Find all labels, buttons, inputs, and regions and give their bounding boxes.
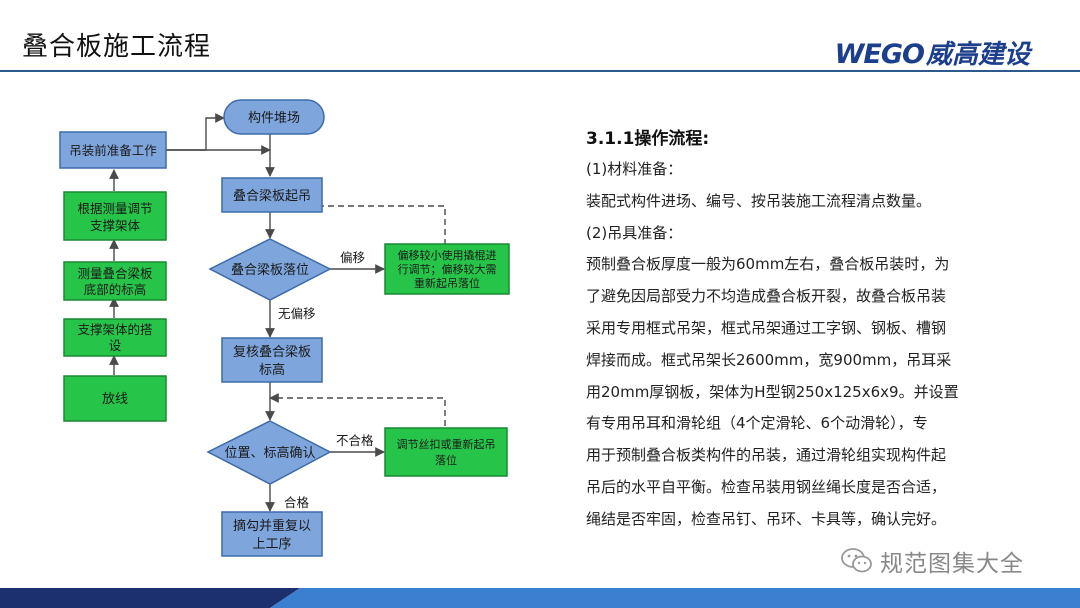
node-erect: 支撑架体的搭 设 [63,318,167,357]
node-nonconform-fix-line1: 调节丝扣或重新起吊 [397,437,496,451]
edge-label-conform: 合格 [284,495,310,510]
content-line: 了避免因局部受力不均造成叠合板开裂，故叠合板吊装 [586,287,947,306]
edge-nonconform-return [269,393,446,426]
node-place: 叠合梁板落位 [208,238,332,301]
content-line: 有专用吊耳和滑轮组（4个定滑轮、6个动滑轮），专 [586,414,928,433]
watermark-text: 规范图集大全 [880,551,1024,577]
operation-text-panel: 3.1.1操作流程: (1)材料准备： 装配式构件进场、编号、按吊装施工流程清点… [586,124,1056,536]
node-prep-label: 吊装前准备工作 [69,143,157,158]
flow-connectors [109,113,446,512]
node-stock: 构件堆场 [223,99,325,135]
content-line: 吊后的水平自平衡。检查吊装用钢丝绳长度是否合适， [586,477,947,496]
content-line: 焊接而成。框式吊架长2600mm，宽900mm，吊耳采 [586,350,952,369]
node-release: 摘勾并重复以 上工序 [221,511,323,557]
node-stock-label: 构件堆场 [248,111,300,126]
node-release-line2: 上工序 [252,537,291,552]
content-line: 预制叠合板厚度一般为60mm左右，叠合板吊装时，为 [586,255,950,274]
node-measure-line1: 测量叠合梁板 [77,266,153,281]
node-nonconform-fix: 调节丝扣或重新起吊 落位 [384,427,508,477]
node-offset-fix-line2: 行调节；偏移较大需 [398,262,497,276]
content-line: (2)吊具准备： [586,223,683,242]
edge-offset-return [269,201,446,245]
node-place-label: 叠合梁板落位 [231,263,309,278]
node-recheck: 复核叠合梁板 标高 [221,337,323,383]
node-release-line1: 摘勾并重复以 [233,518,311,534]
node-erect-line2: 设 [109,338,122,353]
edge-label-offset: 偏移 [340,250,365,265]
node-adjust-support-line2: 支撑架体 [90,218,141,233]
logo-cjk-text: 威高建设 [925,40,1030,70]
content-line: 绳结是否牢固，检查吊钉、吊环、卡具等，确认完好。 [586,509,947,528]
company-logo: WEGO 威高建设 [834,34,1030,71]
content-line: 用20mm厚钢板，架体为H型钢250x125x6x9。并设置 [586,382,959,401]
content-line: (1)材料准备： [586,160,683,178]
wechat-icon [841,548,872,573]
node-confirm-label: 位置、标高确认 [224,445,315,461]
node-measure-line2: 底部的标高 [84,282,147,297]
content-line: 装配式构件进场、编号、按吊装施工流程清点数量。 [586,191,932,210]
node-offset-fix-line1: 偏移较小使用撬棍进 [398,248,497,262]
node-prep: 吊装前准备工作 [59,131,167,169]
logo-latin-text: WEGO [834,39,925,70]
node-setout-label: 放线 [102,392,128,407]
node-offset-fix-line3: 重新起吊落位 [414,276,480,290]
node-nonconform-fix-line2: 落位 [435,453,457,467]
construction-flowchart: 构件堆场 吊装前准备工作 叠合梁板起吊 根据测量调节 支撑架体 测量叠合梁板 底… [59,99,510,557]
header-divider [0,70,1080,72]
node-measure: 测量叠合梁板 底部的标高 [63,261,167,301]
footer-band [0,588,1080,608]
watermark: 规范图集大全 [840,544,1024,578]
node-recheck-line1: 复核叠合梁板 [233,345,311,360]
content-line: 用于预制叠合板类构件的吊装，通过滑轮组实现构件起 [586,446,947,465]
node-adjust-support-line1: 根据测量调节 [77,201,152,216]
edge-prep-to-stock [166,113,225,151]
node-adjust-support: 根据测量调节 支撑架体 [63,191,167,241]
node-erect-line1: 支撑架体的搭 [77,322,153,337]
node-confirm: 位置、标高确认 [206,420,332,485]
content-line: 采用专用框式吊架，框式吊架通过工字钢、钢板、槽钢 [586,318,947,337]
page-title: 叠合板施工流程 [22,32,212,62]
edge-label-no-offset: 无偏移 [278,306,316,321]
node-recheck-line2: 标高 [259,362,285,378]
edge-label-nonconform: 不合格 [336,433,374,448]
content-lines: (1)材料准备： 装配式构件进场、编号、按吊装施工流程清点数量。 (2)吊具准备… [586,154,1056,536]
section-heading: 3.1.1操作流程: [586,129,710,149]
node-offset-fix: 偏移较小使用撬棍进 行调节；偏移较大需 重新起吊落位 [384,243,510,295]
node-lift: 叠合梁板起吊 [221,177,323,213]
node-setout: 放线 [63,375,167,422]
node-lift-label: 叠合梁板起吊 [233,189,311,204]
